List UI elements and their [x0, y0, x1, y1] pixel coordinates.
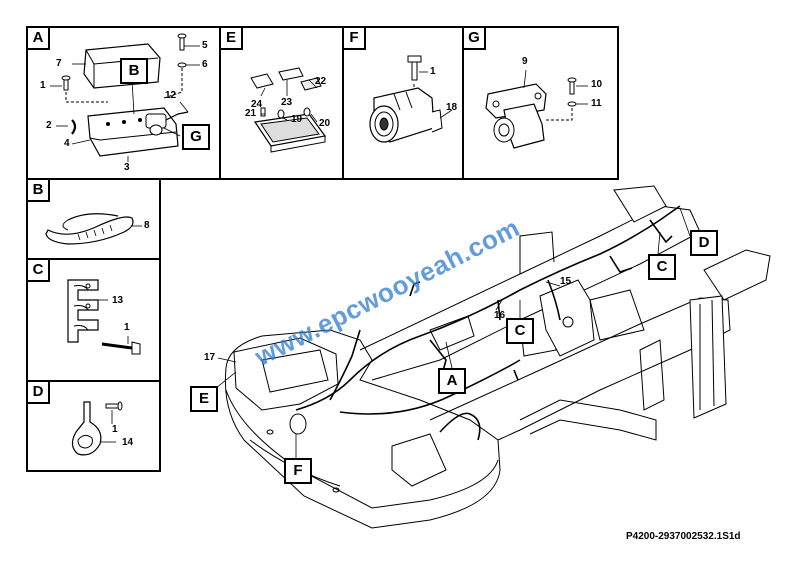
- panel-a: A: [26, 26, 221, 180]
- part-number-1: 1: [112, 424, 118, 435]
- panel-a-ref-b: B: [120, 58, 148, 84]
- callout-e: E: [190, 386, 218, 412]
- callout-f: F: [284, 458, 312, 484]
- part-number-14: 14: [122, 437, 134, 448]
- part-number-6: 6: [202, 59, 208, 70]
- part-number-1: 1: [40, 80, 46, 91]
- part-number-19: 19: [291, 114, 303, 125]
- part-number-9: 9: [522, 56, 528, 67]
- panel-g: G 9 10 11: [462, 26, 619, 180]
- part-number-21: 21: [245, 108, 257, 119]
- panel-e-label: E: [221, 28, 243, 50]
- part-number-4: 4: [64, 138, 70, 149]
- part-number-17: 17: [204, 352, 216, 363]
- part-number-16: 16: [494, 310, 506, 321]
- part-number-11: 11: [591, 98, 602, 109]
- panel-e: E 22 24 23 21 19 20: [219, 26, 344, 180]
- panel-a-label: A: [28, 28, 50, 50]
- panel-g-label: G: [464, 28, 486, 50]
- callout-c-upper: C: [648, 254, 676, 280]
- panel-a-ref-g: G: [182, 124, 210, 150]
- panel-f-drawing: [369, 55, 453, 143]
- panel-d-drawing: [71, 401, 123, 456]
- callout-a: A: [438, 368, 466, 394]
- part-number-20: 20: [319, 118, 331, 129]
- part-number-24: 24: [251, 99, 263, 110]
- panel-c-label: C: [28, 260, 50, 282]
- part-number-15: 15: [560, 276, 572, 287]
- part-number-8: 8: [144, 220, 150, 231]
- panel-b-label: B: [28, 180, 50, 202]
- callout-d: D: [690, 230, 718, 256]
- part-number-10: 10: [591, 79, 603, 90]
- part-number-3: 3: [124, 162, 130, 173]
- panel-b-drawing: [45, 213, 142, 245]
- panel-c: C 13 1: [26, 258, 161, 382]
- part-number-1: 1: [124, 322, 130, 333]
- part-number-23: 23: [281, 97, 293, 108]
- part-number-18: 18: [446, 102, 458, 113]
- panel-d: D 1 14: [26, 380, 161, 472]
- panel-f-label: F: [344, 28, 366, 50]
- part-number-12: 12: [165, 90, 177, 101]
- panel-c-drawing: [67, 279, 141, 355]
- part-number-1: 1: [430, 66, 436, 77]
- part-number-5: 5: [202, 40, 208, 51]
- part-number-13: 13: [112, 295, 124, 306]
- panel-b: B 8: [26, 178, 161, 260]
- panel-e-drawing: [250, 67, 327, 153]
- panel-g-drawing: [485, 69, 588, 149]
- callout-c-lower: C: [506, 318, 534, 344]
- drawing-number: P4200-2937002532.1S1d: [626, 531, 741, 542]
- part-number-2: 2: [46, 120, 52, 131]
- panel-d-label: D: [28, 382, 50, 404]
- part-number-7: 7: [56, 58, 62, 69]
- part-number-22: 22: [315, 76, 327, 87]
